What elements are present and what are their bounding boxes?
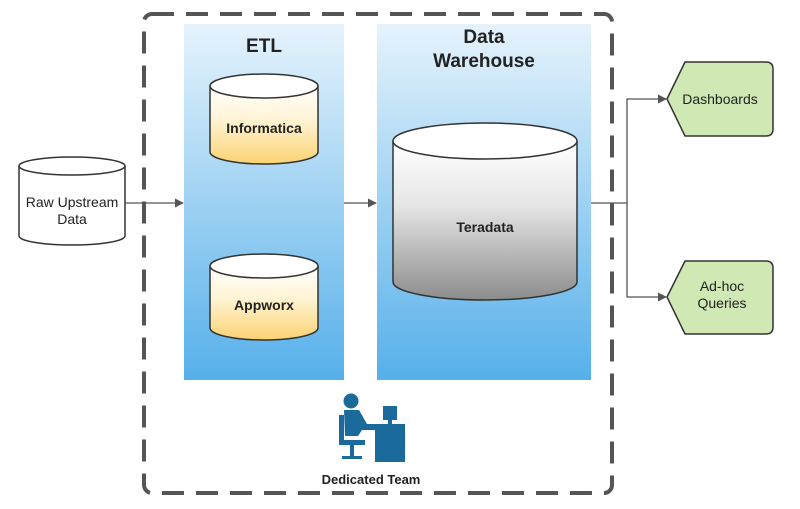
raw-upstream-label-line1: Raw Upstream [26, 194, 119, 210]
team-boundary [142, 12, 614, 495]
person-at-computer-icon [339, 393, 405, 462]
dashboards-output: Dashboards [666, 61, 774, 137]
arrow-warehouse-to-dashboards [591, 94, 667, 204]
adhoc-queries-output: Ad-hoc Queries [666, 260, 774, 335]
raw-upstream-label-line2: Data [57, 211, 87, 227]
raw-upstream-cylinder: Raw Upstream Data [18, 156, 126, 246]
adhoc-label-line2: Queries [697, 295, 746, 311]
dedicated-team-label: Dedicated Team [322, 472, 421, 487]
appworx-label: Appworx [234, 297, 294, 313]
informatica-label: Informatica [226, 120, 302, 136]
arrow-warehouse-to-adhoc [626, 203, 667, 302]
adhoc-label-line1: Ad-hoc [700, 278, 744, 294]
appworx-cylinder: Appworx [209, 253, 319, 341]
teradata-label: Teradata [456, 219, 514, 235]
informatica-cylinder: Informatica [209, 73, 319, 165]
warehouse-title-line2: Warehouse [433, 51, 535, 72]
etl-title: ETL [246, 36, 282, 57]
warehouse-title-line1: Data [463, 27, 505, 48]
dashboards-label: Dashboards [682, 91, 758, 107]
teradata-cylinder: Teradata [392, 122, 578, 301]
